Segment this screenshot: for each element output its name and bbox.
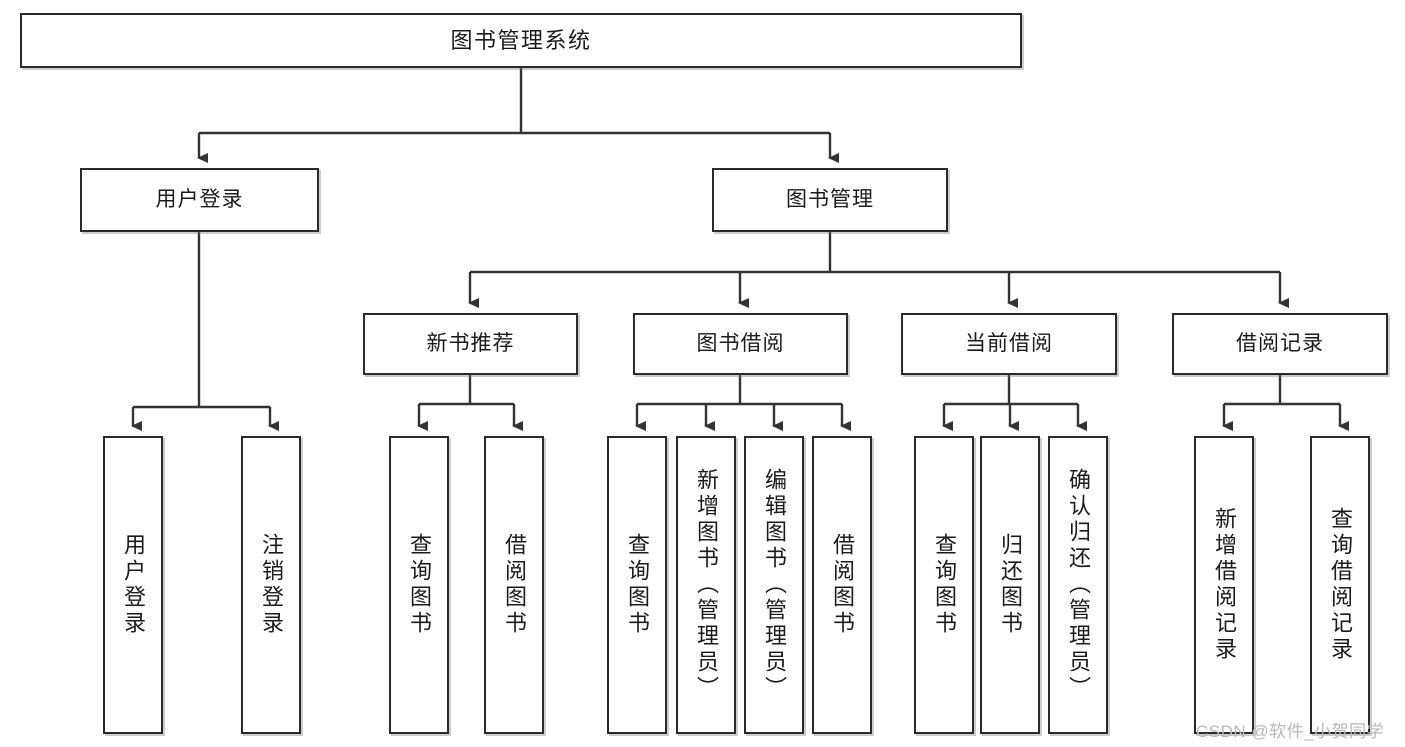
node-label: 确认归还（管理员） [1066,468,1091,702]
node-label: 新增借阅记录 [1212,507,1237,663]
node-label: 图书管理 [786,187,874,211]
leaf-current-borrow-confirm-return-admin[interactable]: 确认归还（管理员） [1048,436,1108,734]
node-label: 归还图书 [998,533,1023,637]
node-new-book-recommend[interactable]: 新书推荐 [363,313,578,375]
leaf-book-borrow-borrow-book[interactable]: 借阅图书 [812,436,872,734]
leaf-user-login-login[interactable]: 用户登录 [103,436,163,734]
node-book-borrow[interactable]: 图书借阅 [633,313,848,375]
node-label: 编辑图书（管理员） [762,468,787,702]
node-book-management[interactable]: 图书管理 [712,168,948,232]
node-label: 图书管理系统 [450,27,592,53]
leaf-borrow-record-query-record[interactable]: 查询借阅记录 [1310,436,1370,734]
leaf-book-borrow-add-book-admin[interactable]: 新增图书（管理员） [676,436,736,734]
leaf-current-borrow-query-book[interactable]: 查询图书 [914,436,974,734]
node-root-book-management-system[interactable]: 图书管理系统 [20,13,1022,68]
leaf-new-book-query-book[interactable]: 查询图书 [389,436,449,734]
node-current-borrow[interactable]: 当前借阅 [901,313,1117,375]
node-label: 当前借阅 [965,331,1053,355]
node-label: 用户登录 [155,187,244,211]
csdn-watermark: CSDN @软件_小贺同学 [1196,722,1385,741]
node-label: 借阅记录 [1236,331,1324,355]
leaf-borrow-record-add-record[interactable]: 新增借阅记录 [1194,436,1254,734]
node-label: 新增图书（管理员） [694,468,719,702]
node-label: 借阅图书 [502,533,527,637]
leaf-book-borrow-edit-book-admin[interactable]: 编辑图书（管理员） [744,436,804,734]
node-label: 查询图书 [932,533,957,637]
node-label: 图书借阅 [696,331,785,355]
leaf-user-login-logout[interactable]: 注销登录 [241,436,301,734]
node-label: 新书推荐 [426,331,515,355]
node-borrow-record[interactable]: 借阅记录 [1172,313,1388,375]
node-label: 查询图书 [407,533,432,637]
leaf-book-borrow-query-book[interactable]: 查询图书 [607,436,667,734]
node-label: 注销登录 [259,533,284,637]
node-label: 用户登录 [121,533,146,637]
node-label: 查询借阅记录 [1328,507,1353,663]
leaf-new-book-borrow-book[interactable]: 借阅图书 [484,436,544,734]
node-label: 查询图书 [625,533,650,637]
leaf-current-borrow-return-book[interactable]: 归还图书 [980,436,1040,734]
node-label: 借阅图书 [830,533,855,637]
node-user-login[interactable]: 用户登录 [80,168,319,232]
